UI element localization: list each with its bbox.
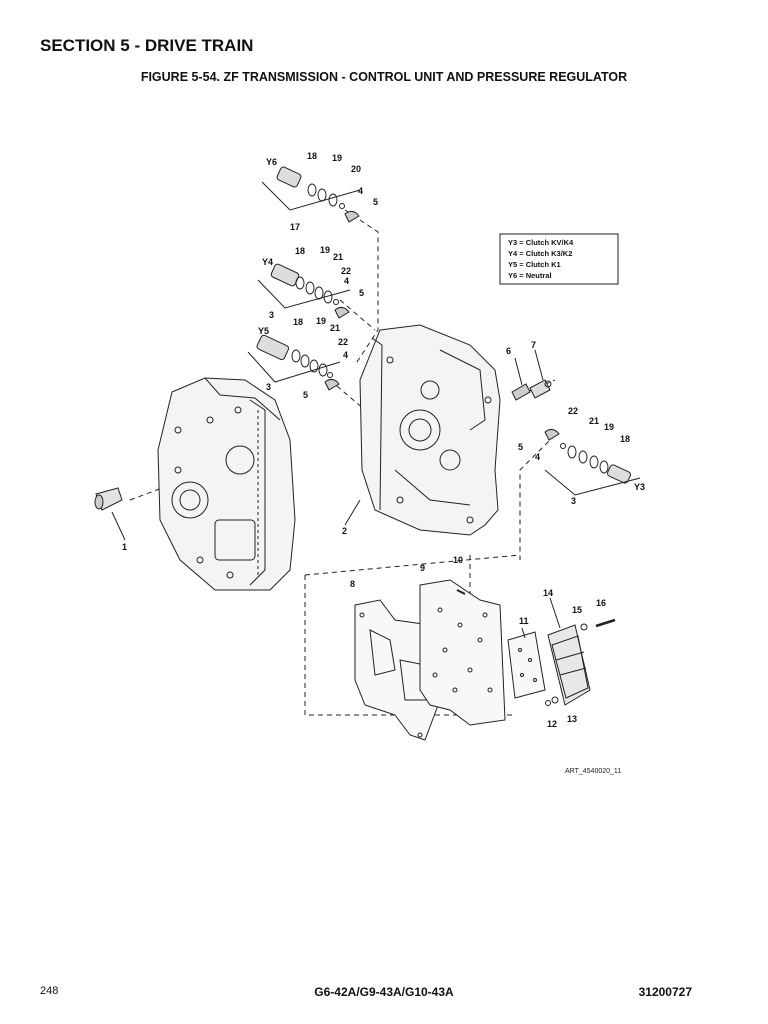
callout-1: 1 [122,542,127,552]
pressure-regulator-items-6-7 [511,349,552,401]
callout-14: 14 [543,588,553,598]
ring-item-13 [551,696,559,704]
gasket-item-8 [354,599,441,741]
control-unit-item-14 [547,597,591,706]
exploded-view-diagram: Y3 = Clutch KV/K4 Y4 = Clutch K3/K2 Y5 =… [94,151,645,775]
callout-10: 10 [453,555,463,565]
callout-3: 3 [269,310,274,320]
callout-20: 20 [351,164,361,174]
leader-dashed [344,209,379,366]
callout-18: 18 [307,151,317,161]
plug-item-1 [94,487,126,541]
callout-4: 4 [535,452,540,462]
callout-19: 19 [316,316,326,326]
callout-4: 4 [344,276,349,286]
callout-5: 5 [359,288,364,298]
callout-y4: Y4 [262,257,273,267]
callout-21: 21 [330,323,340,333]
callout-3: 3 [266,382,271,392]
legend-y5: Y5 = Clutch K1 [508,260,561,269]
callout-2: 2 [342,526,347,536]
callout-22: 22 [338,337,348,347]
callout-19: 19 [332,153,342,163]
solenoid-y4 [257,263,351,319]
callout-18: 18 [620,434,630,444]
legend-box [499,233,619,285]
callout-9: 9 [420,563,425,573]
legend-y4: Y4 = Clutch K3/K2 [508,249,572,258]
model-number: G6-42A/G9-43A/G10-43A [314,985,454,999]
solenoid-y6 [261,166,361,223]
callout-21: 21 [333,252,343,262]
page-number: 248 [40,985,59,997]
callout-y5: Y5 [258,326,269,336]
callout-19: 19 [604,422,614,432]
callout-5: 5 [373,197,378,207]
callout-4: 4 [358,186,363,196]
callout-22: 22 [341,266,351,276]
plate-item-11 [507,627,546,699]
callout-18: 18 [295,246,305,256]
transmission-housing-left [157,377,296,591]
ring-item-15 [580,623,588,631]
callout-8: 8 [350,579,355,589]
art-id: ART_4540020_11 [565,768,621,775]
ring-item-12 [545,700,551,706]
callout-y3: Y3 [634,482,645,492]
pin-item-10 [456,589,466,595]
intermediate-plate-item-9 [419,579,506,726]
transmission-housing-cover [344,324,501,536]
callout-19: 19 [320,245,330,255]
callout-7: 7 [531,340,536,350]
callout-22: 22 [568,406,578,416]
figure-title: FIGURE 5-54. ZF TRANSMISSION - CONTROL U… [140,70,628,84]
document-number: 31200727 [638,985,692,999]
callout-18: 18 [293,317,303,327]
solenoid-y3 [544,428,641,496]
legend-y3: Y3 = Clutch KV/K4 [508,238,574,247]
callout-17: 17 [290,222,300,232]
section-title: SECTION 5 - DRIVE TRAIN [40,36,254,55]
callout-5: 5 [303,390,308,400]
callout-5: 5 [518,442,523,452]
callout-15: 15 [572,605,582,615]
callout-labels: Y6 18 19 20 4 5 17 18 19 21 Y4 22 4 5 3 … [122,151,645,729]
callout-y6: Y6 [266,157,277,167]
callout-16: 16 [596,598,606,608]
callout-4: 4 [343,350,348,360]
callout-11: 11 [519,616,529,626]
bolt-item-16 [595,618,616,628]
callout-21: 21 [589,416,599,426]
callout-3: 3 [571,496,576,506]
legend-y6: Y6 = Neutral [508,271,552,280]
callout-12: 12 [547,719,557,729]
callout-13: 13 [567,714,577,724]
callout-6: 6 [506,346,511,356]
solenoid-y5 [247,334,341,391]
